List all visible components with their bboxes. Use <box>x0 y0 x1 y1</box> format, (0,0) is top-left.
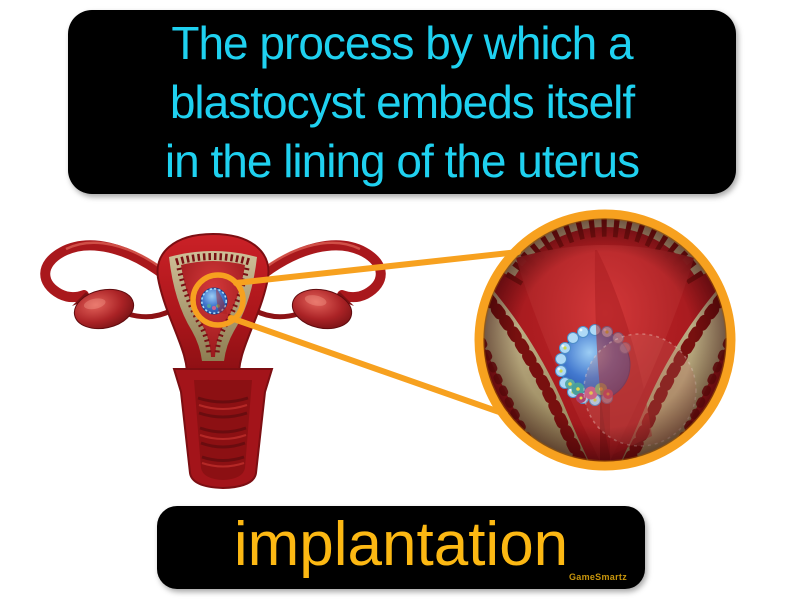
definition-card: The process by which a blastocyst embeds… <box>68 10 736 194</box>
ovary-left <box>73 288 135 330</box>
vaginal-ridges <box>197 396 249 462</box>
definition-line-3: in the lining of the uterus <box>164 134 640 187</box>
term-card: implantation GameSmartz <box>157 506 645 589</box>
term-text: implantation <box>233 510 569 579</box>
endometrial-fringe <box>175 253 251 355</box>
ovary-right <box>291 288 353 330</box>
definition-line-2: blastocyst embeds itself <box>169 75 635 128</box>
fallopian-tube-left <box>40 240 173 303</box>
definition-line-1: The process by which a <box>171 16 633 69</box>
blastocyst-small <box>200 287 228 315</box>
magnifier-callout-lines <box>228 249 521 417</box>
watermark: GameSmartz <box>568 572 627 582</box>
uterus-illustration <box>40 232 386 490</box>
magnified-view <box>474 209 736 471</box>
magnifier-ring <box>474 209 736 471</box>
callout-source-ring <box>190 272 246 328</box>
fallopian-tube-right <box>253 240 386 303</box>
